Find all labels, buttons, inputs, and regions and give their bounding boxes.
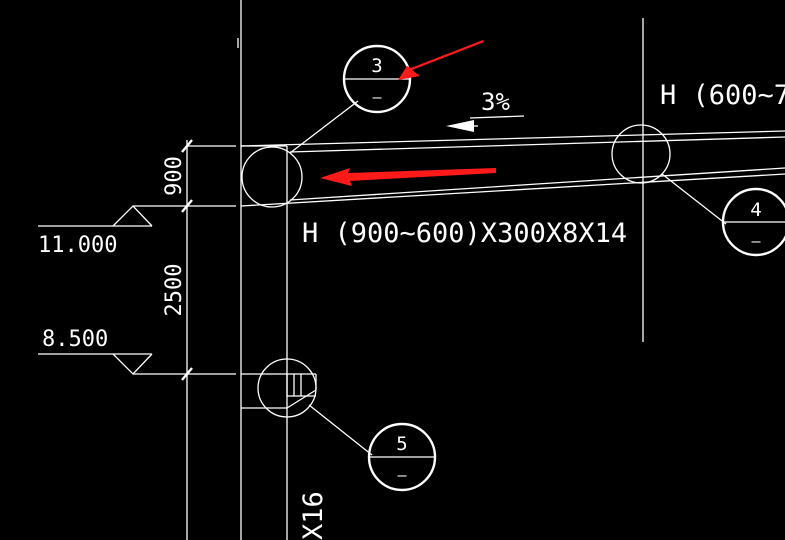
detail-bubble-3-number: 3 [371,55,382,77]
detail-circle-top-connection [241,146,303,208]
detail-circle-beam-splice [611,124,671,184]
elevation-upper-triangle [112,205,153,227]
beam-main-label: H (900~600)X300X8X14 [302,218,627,249]
tapered-beam [240,130,785,207]
detail-bubble-4-number: 4 [750,199,761,221]
bracket-diagonal [286,389,317,409]
elevation-upper-label: 11.000 [38,233,117,258]
detail-bubble-3-sheet: — [372,88,382,106]
red-arrow-icon-top [398,40,484,80]
detail-bubble-4: 4 — [721,187,785,257]
red-arrow-icon-beam [320,168,496,186]
beam-bottom-flange-inner [289,167,785,201]
detail-bubble-5-sheet: — [397,466,407,484]
detail-circle-bracket [257,358,317,418]
dimension-2500: 2500 [162,264,187,317]
bracket-connection [241,373,317,409]
dim-tick-top [181,139,193,153]
leader-detail-4 [661,173,727,225]
slope-underline [469,115,525,119]
slope-arrow-icon [446,120,474,132]
dimension-chain: 900 2500 [162,139,236,540]
beam-top-flange [240,130,785,147]
column [240,0,288,540]
beam-top-flange-inner [289,136,785,153]
elevation-lower-label: 8.500 [42,327,108,352]
beam-bottom-flange [240,173,785,207]
dimension-900: 900 [162,156,187,196]
beam-right-label: H (600~7 [660,80,785,111]
column-section-label-fragment: X16 [298,491,329,540]
elevation-marker-upper: 11.000 [38,205,187,258]
detail-bubble-5-number: 5 [396,433,407,455]
elevation-lower-triangle [112,353,153,375]
detail-bubble-5: 5 — [367,422,437,492]
slope-indicator: 3% [446,88,525,132]
elevation-marker-lower: 8.500 [38,327,187,375]
detail-bubble-4-sheet: — [751,232,761,250]
leader-detail-5 [308,404,373,456]
leader-detail-3 [289,100,359,154]
slope-label: 3% [481,88,510,116]
